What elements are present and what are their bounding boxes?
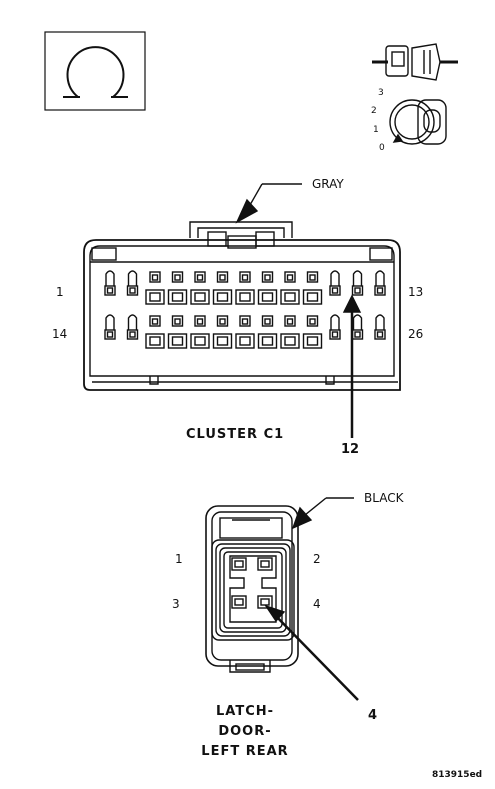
cluster-cavities bbox=[104, 270, 386, 349]
latch-name-line-1: LATCH- bbox=[215, 704, 275, 719]
cluster-cavity bbox=[351, 270, 364, 296]
ignition-key-icon bbox=[389, 99, 447, 145]
cluster-cavity bbox=[374, 314, 386, 340]
cluster-connector-body bbox=[83, 221, 401, 391]
ignition-position-2: 2 bbox=[371, 106, 377, 116]
ignition-off-symbol bbox=[44, 31, 146, 111]
cluster-cavity bbox=[302, 271, 323, 305]
cluster-cavity bbox=[190, 315, 210, 349]
ignition-position-0: 0 bbox=[379, 143, 385, 153]
cluster-cavity bbox=[145, 315, 165, 349]
latch-pin-1-label: 1 bbox=[175, 552, 183, 566]
latch-pin-4-label: 4 bbox=[313, 597, 321, 611]
cluster-pin-13-label: 13 bbox=[408, 285, 424, 299]
cluster-connector-name: CLUSTER C1 bbox=[186, 427, 285, 442]
cluster-cavity bbox=[280, 271, 300, 305]
cluster-cavity bbox=[167, 271, 188, 305]
cluster-cavity bbox=[374, 270, 386, 296]
latch-name-line-2: DOOR- bbox=[218, 724, 272, 739]
cluster-pin-14-label: 14 bbox=[52, 327, 68, 341]
cluster-cavity bbox=[126, 270, 139, 296]
figure-code: 813915ed bbox=[432, 770, 483, 780]
cluster-pin-26-label: 26 bbox=[408, 327, 424, 341]
ignition-position-1: 1 bbox=[373, 125, 379, 135]
cluster-highlight-pin: 12 bbox=[341, 442, 360, 457]
cluster-cavity bbox=[329, 270, 341, 296]
latch-name-line-3: LEFT REAR bbox=[201, 744, 289, 759]
cluster-cavity bbox=[190, 271, 210, 305]
cluster-cavity bbox=[257, 315, 278, 349]
connector-side-icon bbox=[372, 43, 458, 81]
latch-pin-3-label: 3 bbox=[172, 597, 180, 611]
cluster-cavity bbox=[235, 271, 255, 305]
cluster-color-label: GRAY bbox=[312, 177, 344, 191]
latch-connector-name: LATCH- DOOR- LEFT REAR bbox=[190, 702, 300, 762]
latch-highlight-pin: 4 bbox=[368, 708, 378, 723]
cluster-cavity bbox=[302, 315, 323, 349]
cluster-cavity bbox=[329, 314, 341, 340]
cluster-cavity bbox=[212, 315, 233, 349]
cluster-leaders bbox=[235, 183, 362, 438]
cluster-cavity bbox=[257, 271, 278, 305]
latch-leaders bbox=[264, 497, 359, 701]
cluster-cavity bbox=[104, 314, 116, 340]
cluster-cavity bbox=[235, 315, 255, 349]
latch-pin-2-label: 2 bbox=[313, 552, 321, 566]
cluster-cavity bbox=[280, 315, 300, 349]
ignition-position-3: 3 bbox=[378, 88, 384, 98]
latch-color-label: BLACK bbox=[364, 491, 404, 505]
cluster-cavity bbox=[126, 314, 139, 340]
cluster-cavity bbox=[351, 314, 364, 340]
cluster-cavity bbox=[167, 315, 188, 349]
latch-connector-body bbox=[205, 505, 299, 673]
cluster-cavity bbox=[104, 270, 116, 296]
cluster-pin-1-label: 1 bbox=[56, 285, 64, 299]
cluster-cavity bbox=[145, 271, 165, 305]
cluster-cavity bbox=[212, 271, 233, 305]
